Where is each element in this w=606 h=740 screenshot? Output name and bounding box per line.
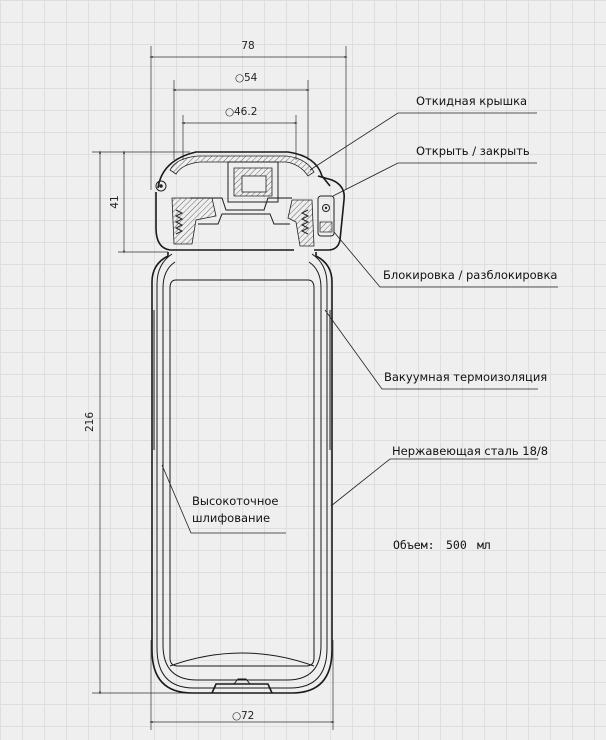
leader-lines — [161, 112, 558, 534]
volume-spec: Объем: 500 мл — [393, 538, 491, 552]
callout-flip-lid: Откидная крышка — [416, 94, 527, 108]
flip-lid-section — [155, 151, 346, 251]
diameter-symbol: ○ — [232, 710, 241, 722]
callout-open-close: Открыть / закрыть — [416, 144, 530, 158]
dimension-label-41: 41 — [109, 195, 121, 208]
dimension-diameter-46: ○ 46.2 — [181, 106, 298, 160]
dimension-height-216: 216 — [84, 150, 190, 695]
callout-vacuum-insulation: Вакуумная термоизоляция — [384, 370, 547, 384]
dimension-diameter-72: ○ 72 — [149, 640, 335, 730]
dimension-label-78: 78 — [241, 40, 254, 52]
dimension-diameter-54: ○ 54 — [172, 72, 310, 160]
callout-polishing-line2: шлифование — [192, 511, 270, 525]
dimension-label-216: 216 — [84, 412, 96, 432]
dimension-label-46: 46.2 — [234, 106, 257, 118]
dimension-height-41: 41 — [109, 150, 168, 254]
diameter-symbol: ○ — [235, 72, 244, 84]
callout-polishing-line1: Высокоточное — [192, 494, 278, 508]
callout-stainless-steel: Нержавеющая сталь 18/8 — [392, 444, 548, 458]
dimension-label-72: 72 — [241, 710, 254, 722]
volume-label: Объем: — [393, 538, 435, 552]
callout-lock-unlock: Блокировка / разблокировка — [383, 268, 557, 282]
dimension-width-78: 78 — [149, 40, 348, 190]
volume-unit: мл — [477, 538, 491, 552]
dimension-label-54: 54 — [244, 72, 258, 84]
bottle-body — [151, 252, 333, 694]
volume-value: 500 — [446, 538, 467, 552]
diameter-symbol: ○ — [225, 106, 234, 118]
